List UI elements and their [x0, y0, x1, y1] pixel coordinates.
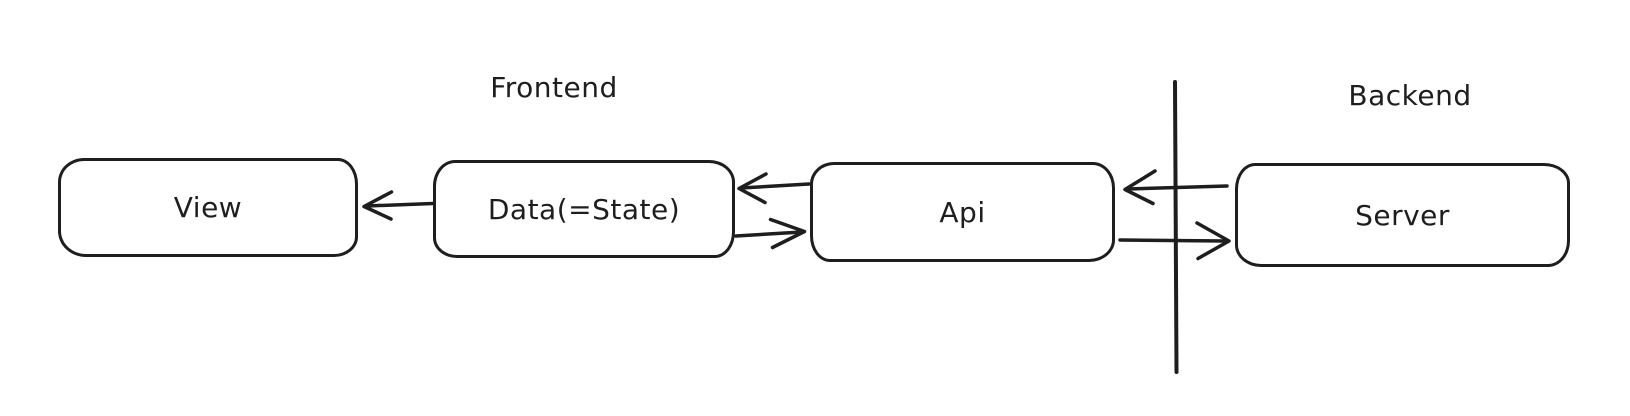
arrow-api-to-server[interactable] — [1118, 221, 1231, 261]
arrow-data-to-view[interactable] — [362, 190, 435, 221]
node-api[interactable]: Api — [810, 162, 1115, 262]
arrow-server-to-api[interactable] — [1123, 169, 1229, 206]
node-data-state-label: Data(=State) — [487, 192, 681, 226]
node-server[interactable]: Server — [1235, 163, 1570, 267]
backend-region-label[interactable]: Backend — [1348, 79, 1472, 112]
arrow-data-to-api[interactable] — [734, 217, 807, 250]
frontend-region-label[interactable]: Frontend — [490, 71, 618, 104]
arrow-api-to-data[interactable] — [737, 172, 811, 205]
node-server-label: Server — [1355, 198, 1450, 232]
node-api-label: Api — [939, 195, 986, 229]
node-view[interactable]: View — [58, 158, 358, 257]
node-data-state[interactable]: Data(=State) — [433, 160, 735, 258]
node-view-label: View — [173, 191, 243, 224]
frontend-backend-divider-line[interactable] — [1173, 80, 1179, 374]
